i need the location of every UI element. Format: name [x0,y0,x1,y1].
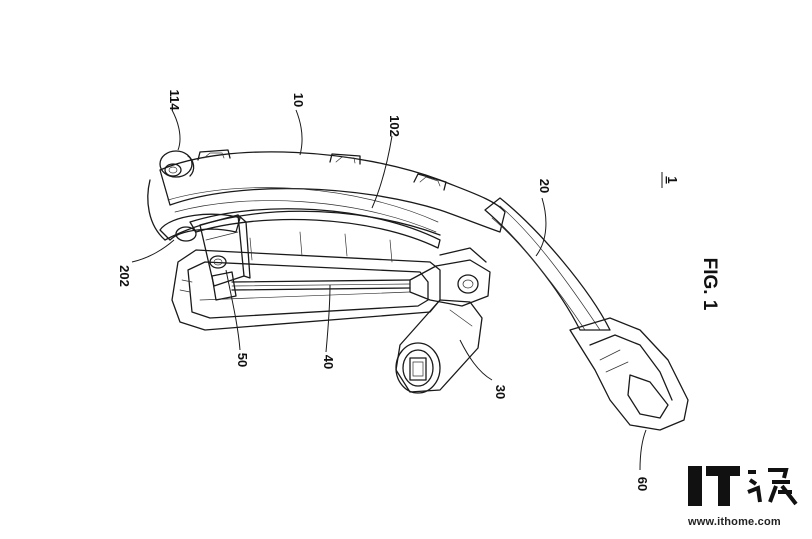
slider-block-50 [199,214,251,287]
label-102: 102 [387,115,402,137]
figure-title: FIG. 1 [699,258,720,311]
motor-30 [395,299,483,394]
label-60: 60 [635,477,650,491]
leader-lines [131,109,647,471]
reference-labels: 114 10 102 20 202 50 40 30 60 1 FIG. 1 [117,90,720,492]
assembly-ref-1: 1 [665,176,680,183]
main-arc-body [147,149,506,241]
inner-track-102 [189,208,441,263]
ithome-logo [688,466,798,506]
label-202: 202 [117,265,132,287]
knob-114 [159,150,195,178]
joint-connector [409,247,491,307]
label-40: 40 [321,355,336,369]
label-114: 114 [167,90,182,112]
rail [211,271,411,301]
label-30: 30 [493,385,508,399]
base-housing [171,249,441,331]
arm-20 [484,197,611,331]
label-50: 50 [235,353,250,367]
label-20: 20 [537,179,552,193]
watermark-url: www.ithome.com [688,516,781,528]
left-carriage-202 [159,213,241,242]
clamp-60 [569,317,689,431]
label-10: 10 [291,93,306,107]
